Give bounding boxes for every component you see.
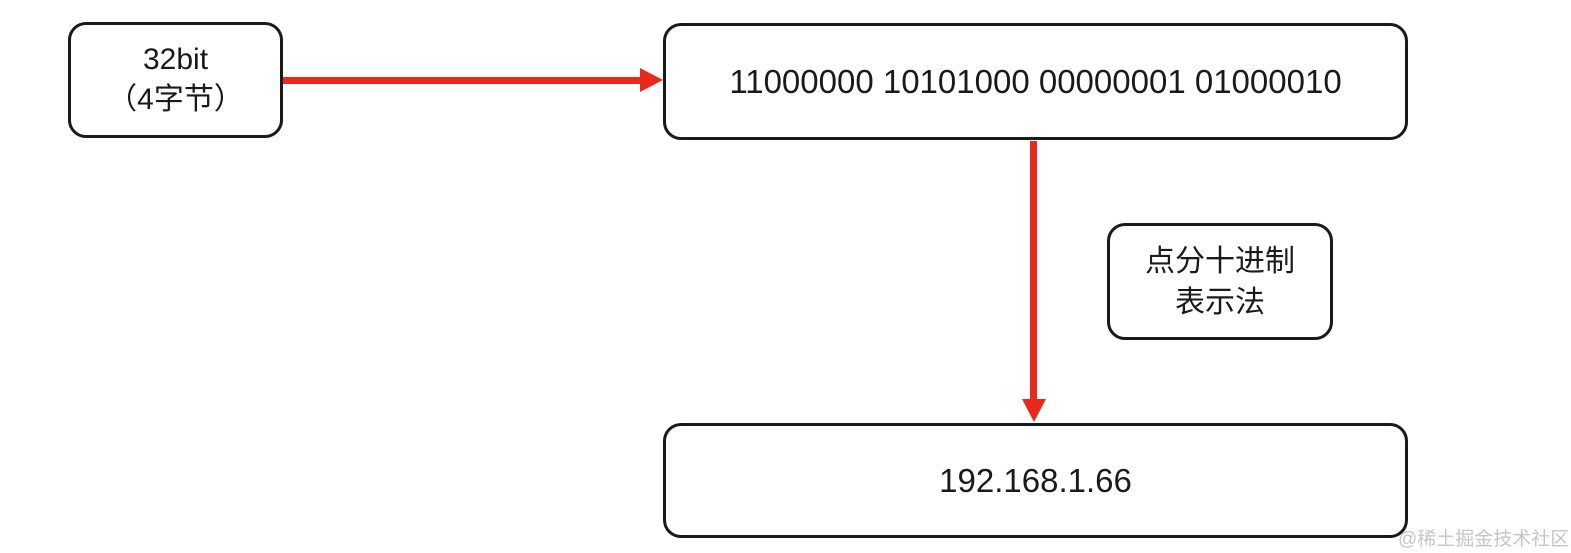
node-32bit-line1: 32bit (142, 43, 209, 76)
node-binary-value: 11000000 10101000 00000001 01000010 (729, 62, 1342, 100)
node-notation-label: 点分十进制 表示法 (1107, 223, 1333, 340)
node-32bit: 32bit （4字节） (68, 22, 283, 138)
arrow-down-head-icon (1022, 399, 1046, 422)
node-notation-line1: 点分十进制 (1145, 244, 1295, 278)
node-decimal-value: 192.168.1.66 (939, 461, 1132, 499)
arrow-down-line (1030, 141, 1037, 400)
arrow-right-head-icon (640, 68, 663, 92)
node-decimal-ip: 192.168.1.66 (663, 423, 1408, 538)
arrow-right-line (283, 77, 641, 84)
node-notation-line2: 表示法 (1175, 285, 1265, 319)
node-32bit-line2: （4字节） (107, 83, 244, 116)
node-binary: 11000000 10101000 00000001 01000010 (663, 23, 1408, 140)
watermark-text: @稀土掘金技术社区 (1398, 529, 1570, 550)
